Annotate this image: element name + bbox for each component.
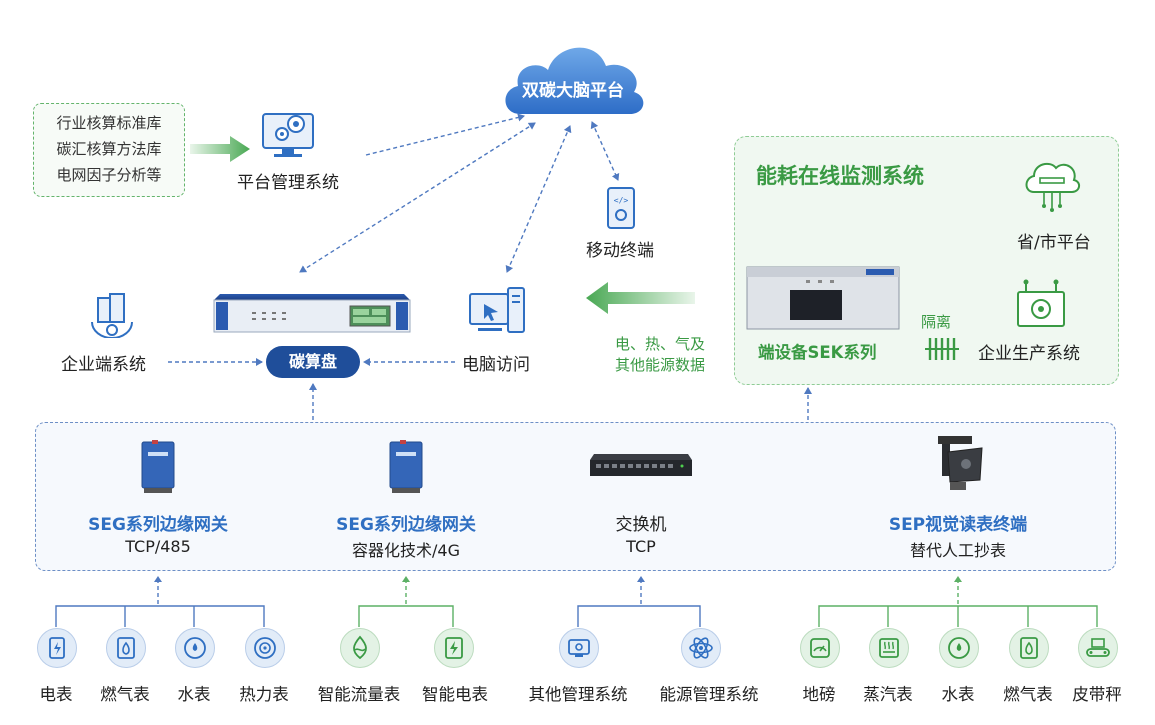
gateway-title: SEP视觉读表终端 xyxy=(888,515,1028,535)
knowledge-base-box: 行业核算标准库 碳汇核算方法库 电网因子分析等 xyxy=(33,103,185,197)
meter-label: 水表 xyxy=(177,685,211,704)
mobile-terminal-label: 移动终端 xyxy=(586,241,654,261)
meter-label: 蒸汽表 xyxy=(863,685,913,704)
meter-label: 皮带秤 xyxy=(1072,685,1122,704)
weighbridge-icon xyxy=(800,628,840,668)
computer-icon xyxy=(469,287,525,333)
cloud-platform-label: 双碳大脑平台 xyxy=(522,81,624,101)
knowledge-line: 电网因子分析等 xyxy=(56,166,162,184)
cloud-icon xyxy=(505,47,644,114)
flow-meter-icon xyxy=(340,628,380,668)
isolation-barrier-icon xyxy=(925,338,959,360)
other-system-icon xyxy=(559,628,599,668)
switch-title: 交换机 xyxy=(615,515,667,535)
meter-label: 地磅 xyxy=(802,685,836,704)
carbon-device-image xyxy=(213,294,411,333)
energy-monitor-title: 能耗在线监测系统 xyxy=(756,164,924,188)
energy-data-label: 电、热、气及 其他能源数据 xyxy=(605,334,715,376)
gas-meter-icon xyxy=(106,628,146,668)
gateway-title: SEG系列边缘网关 xyxy=(88,515,228,535)
gateway-title: SEG系列边缘网关 xyxy=(336,515,476,535)
production-system-icon xyxy=(1017,279,1065,327)
steam-meter-icon xyxy=(869,628,909,668)
heat-meter-icon xyxy=(245,628,285,668)
water-meter-icon xyxy=(175,628,215,668)
energy-system-icon xyxy=(681,628,721,668)
meter-label: 能源管理系统 xyxy=(659,685,759,704)
gateway-subtitle: TCP/485 xyxy=(125,537,191,556)
carbon-abacus-badge: 碳算盘 xyxy=(266,346,360,378)
pc-access-label: 电脑访问 xyxy=(462,355,530,375)
energy-data-line: 其他能源数据 xyxy=(614,356,705,374)
meter-label: 智能电表 xyxy=(422,685,488,704)
network-switch-icon xyxy=(590,454,692,476)
meter-label: 其他管理系统 xyxy=(528,685,628,704)
gateway-band xyxy=(35,422,1116,571)
mobile-phone-icon: </> xyxy=(607,187,635,229)
gas-meter-icon xyxy=(1009,628,1049,668)
gateway-subtitle: 替代人工抄表 xyxy=(909,541,1006,560)
production-system-label: 企业生产系统 xyxy=(978,344,1080,364)
sek-device-label: 端设备SEK系列 xyxy=(758,343,877,362)
meter-label: 热力表 xyxy=(239,685,289,704)
platform-mgmt-label: 平台管理系统 xyxy=(237,173,339,193)
meter-label: 水表 xyxy=(941,685,975,704)
meter-label: 燃气表 xyxy=(1003,685,1053,704)
enterprise-building-icon xyxy=(91,293,133,338)
water-meter-icon xyxy=(939,628,979,668)
gateway-subtitle: 容器化技术/4G xyxy=(352,541,460,560)
meter-label: 智能流量表 xyxy=(317,685,401,704)
edge-gateway-device-icon xyxy=(389,440,423,493)
energy-data-line: 电、热、气及 xyxy=(614,335,705,353)
switch-subtitle: TCP xyxy=(626,537,656,556)
meter-label: 电表 xyxy=(39,685,73,704)
vision-reader-device-icon xyxy=(938,436,983,490)
knowledge-line: 行业核算标准库 xyxy=(56,114,162,132)
belt-scale-icon xyxy=(1078,628,1118,668)
enterprise-system-label: 企业端系统 xyxy=(61,355,146,375)
monitor-gear-icon xyxy=(262,113,314,157)
meter-label: 燃气表 xyxy=(100,685,150,704)
sek-device-image xyxy=(746,266,900,330)
cloud-server-icon xyxy=(1025,162,1080,212)
knowledge-line: 碳汇核算方法库 xyxy=(56,140,162,158)
isolation-label: 隔离 xyxy=(921,313,952,331)
electric-meter-icon xyxy=(37,628,77,668)
edge-gateway-device-icon xyxy=(141,440,175,493)
province-platform-label: 省/市平台 xyxy=(1017,233,1091,253)
svg-text:</>: </> xyxy=(614,196,629,205)
smart-electric-meter-icon xyxy=(434,628,474,668)
